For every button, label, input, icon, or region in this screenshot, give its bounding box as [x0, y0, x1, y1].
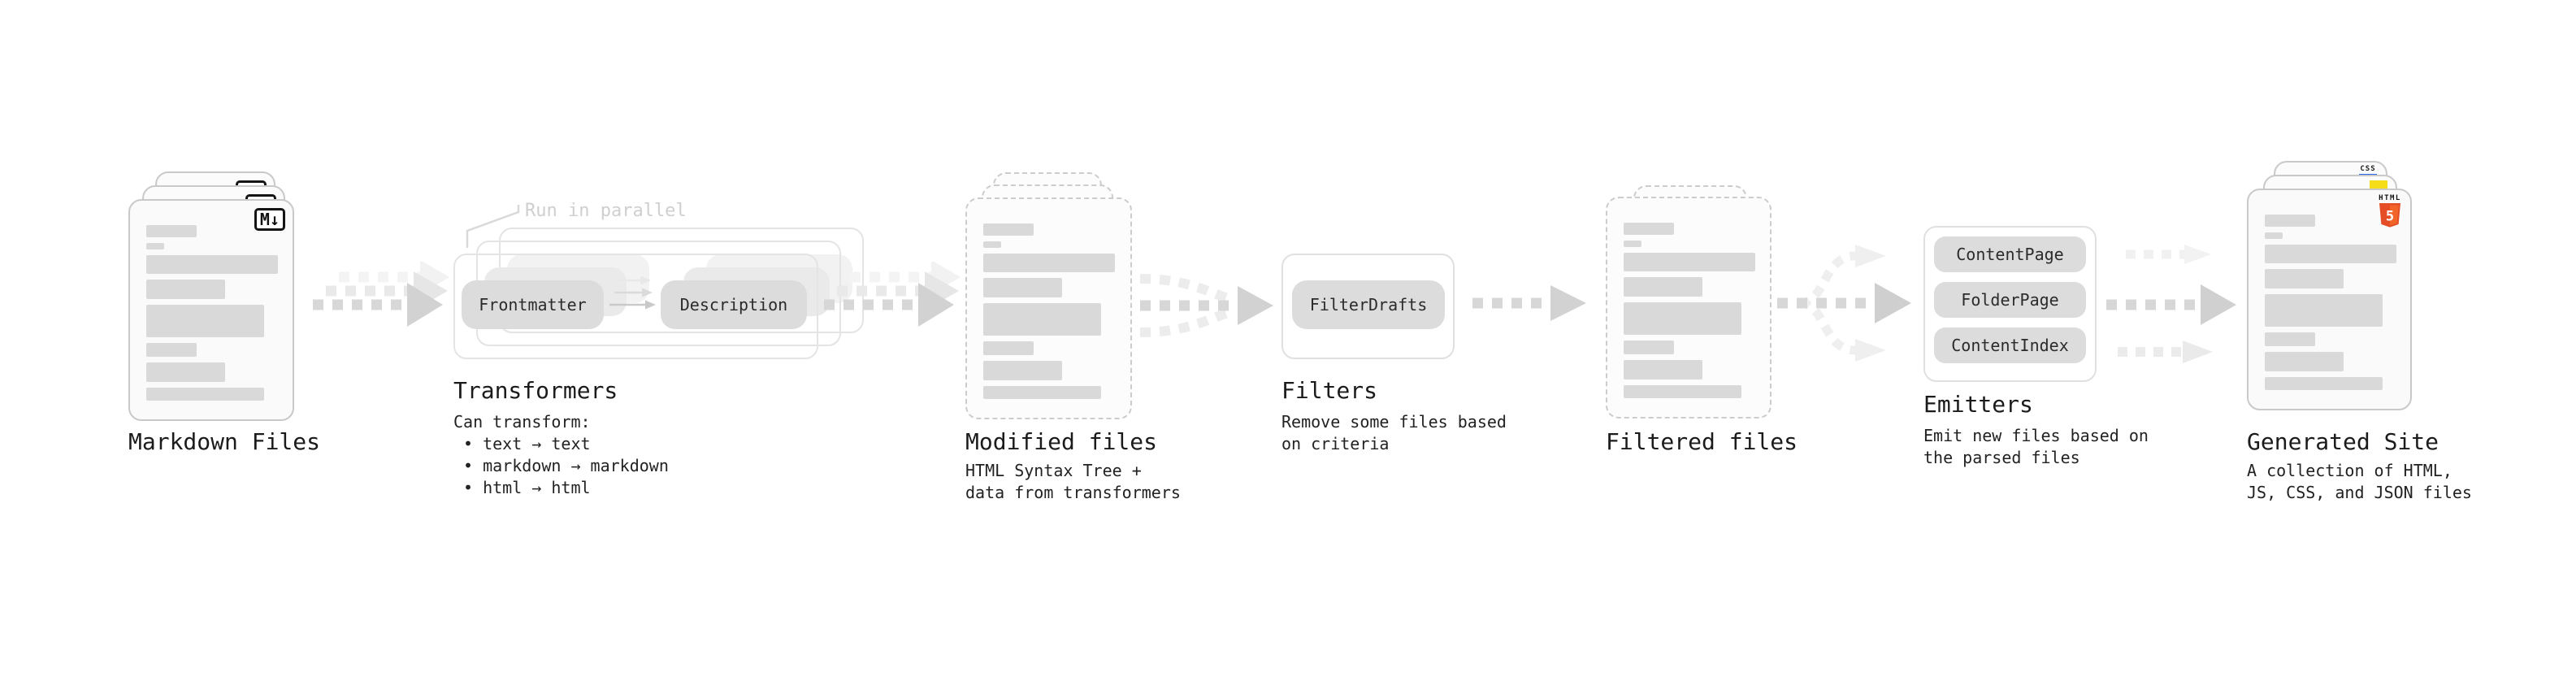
html5-icon: HTML 5 [2377, 194, 2403, 232]
placeholder-bar [146, 305, 264, 337]
run-in-parallel-label: Run in parallel [525, 201, 687, 221]
placeholder-bar [146, 243, 164, 249]
placeholder-text-bars [1624, 223, 1755, 398]
dashed-arrow-icon [1472, 285, 1586, 321]
placeholder-bar [983, 361, 1062, 380]
placeholder-bar [983, 241, 1001, 248]
stage-caption-modified-files: Modified files [965, 428, 1158, 455]
placeholder-bar [983, 341, 1034, 355]
transformer-description-pill: Description [661, 280, 807, 329]
placeholder-bar [146, 280, 225, 299]
filter-drafts-pill: FilterDrafts [1292, 280, 1445, 329]
transformer-frontmatter-pill: Frontmatter [462, 280, 604, 329]
markdown-file-card-front: M↓ [128, 199, 294, 421]
emitter-contentpage-pill: ContentPage [1934, 236, 2086, 272]
svg-text:5: 5 [2386, 209, 2394, 225]
markdown-icon: M↓ [254, 208, 285, 231]
placeholder-bar [983, 278, 1062, 297]
fan-in-arrow-icon [1139, 274, 1273, 337]
stage-caption-generated-site: Generated Site [2247, 428, 2439, 455]
placeholder-bar [146, 343, 197, 357]
modified-file-card-front [965, 197, 1132, 419]
stage-caption-filtered-files: Filtered files [1606, 428, 1798, 455]
placeholder-bar [1624, 302, 1741, 335]
placeholder-bar [2265, 377, 2383, 390]
generated-site-description: A collection of HTML, JS, CSS, and JSON … [2247, 461, 2472, 502]
placeholder-bar [983, 254, 1115, 272]
emitters-description: Emit new files based on the parsed files [1923, 426, 2149, 467]
placeholder-bar [2265, 332, 2315, 346]
placeholder-bar [2265, 232, 2283, 239]
transformer-layer-front [453, 254, 818, 359]
placeholder-bar [146, 225, 197, 237]
placeholder-bar [1624, 277, 1702, 297]
placeholder-text-bars [2265, 215, 2396, 390]
placeholder-bar [2265, 352, 2344, 371]
stage-caption-emitters: Emitters [1923, 391, 2033, 418]
bullet-item: • html → html [463, 478, 591, 497]
placeholder-bar [1624, 385, 1741, 398]
stage-caption-transformers: Transformers [453, 377, 618, 404]
emitter-contentindex-pill: ContentIndex [1934, 327, 2086, 363]
filtered-file-card-front [1606, 197, 1772, 419]
placeholder-text-bars [983, 223, 1115, 399]
dashed-arrow-icon [313, 262, 449, 327]
placeholder-bar [2265, 245, 2396, 263]
placeholder-bar [1624, 241, 1641, 247]
placeholder-bar [983, 223, 1034, 236]
dashed-arrow-icon [824, 262, 961, 327]
transformers-description: Can transform: • text → text • markdown … [453, 412, 669, 497]
placeholder-bar [146, 388, 264, 401]
parallel-arrows-icon [2106, 245, 2236, 363]
html-file-card: HTML 5 [2247, 189, 2412, 410]
placeholder-bar [2265, 269, 2344, 288]
emitter-folderpage-pill: FolderPage [1934, 282, 2086, 318]
placeholder-bar [983, 303, 1101, 336]
stage-caption-filters: Filters [1281, 377, 1378, 404]
fan-out-arrow-icon [1777, 245, 1911, 362]
placeholder-bar [146, 255, 278, 274]
filters-description: Remove some files based on criteria [1281, 412, 1507, 453]
bullet-item: • markdown → markdown [463, 456, 669, 475]
pill-to-pill-arrows-icon [609, 275, 656, 310]
modified-files-description: HTML Syntax Tree + data from transformer… [965, 461, 1181, 502]
callout-line [466, 205, 520, 248]
placeholder-text-bars [146, 225, 278, 401]
placeholder-bar [146, 362, 225, 382]
bullet-item: • text → text [463, 434, 591, 453]
placeholder-bar [1624, 253, 1755, 271]
stage-caption-markdown-files: Markdown Files [128, 428, 321, 455]
placeholder-bar [1624, 360, 1702, 380]
placeholder-bar [983, 386, 1101, 399]
placeholder-bar [1624, 223, 1674, 235]
placeholder-bar [1624, 340, 1674, 354]
placeholder-bar [2265, 215, 2315, 227]
placeholder-bar [2265, 294, 2383, 327]
